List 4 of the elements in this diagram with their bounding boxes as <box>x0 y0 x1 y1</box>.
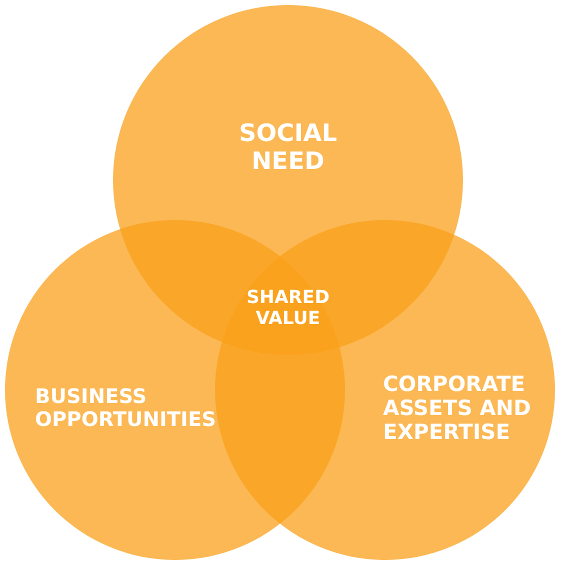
region-label: BUSINESS OPPORTUNITIES <box>35 385 218 431</box>
region-label: CORPORATE ASSETS AND EXPERTISE <box>383 372 532 444</box>
region-label: SHARED VALUE <box>245 288 331 330</box>
region-label: SOCIAL NEED <box>238 120 338 176</box>
